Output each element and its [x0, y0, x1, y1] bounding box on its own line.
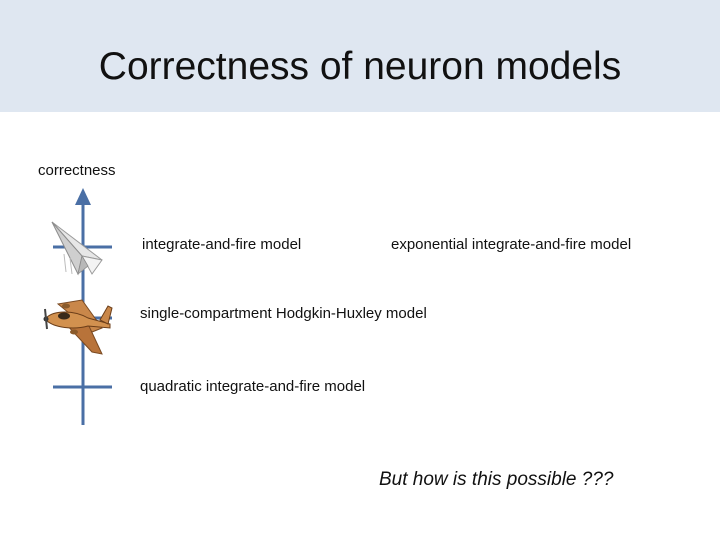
axis-arrow [75, 188, 91, 205]
axis-label: correctness [38, 162, 116, 179]
label-hodgkin-huxley: single-compartment Hodgkin-Huxley model [140, 305, 427, 322]
label-quadratic-integrate-and-fire: quadratic integrate-and-fire model [140, 378, 366, 395]
propeller-airplane-icon [43, 299, 113, 355]
title-bar [0, 0, 720, 112]
label-integrate-and-fire: integrate-and-fire model [142, 236, 302, 253]
question-text: But how is this possible ??? [379, 469, 614, 490]
slide-title: Correctness of neuron models [98, 45, 622, 88]
label-exponential-integrate-and-fire: exponential integrate-and-fire model [391, 236, 632, 253]
paper-plane-icon [51, 221, 103, 276]
